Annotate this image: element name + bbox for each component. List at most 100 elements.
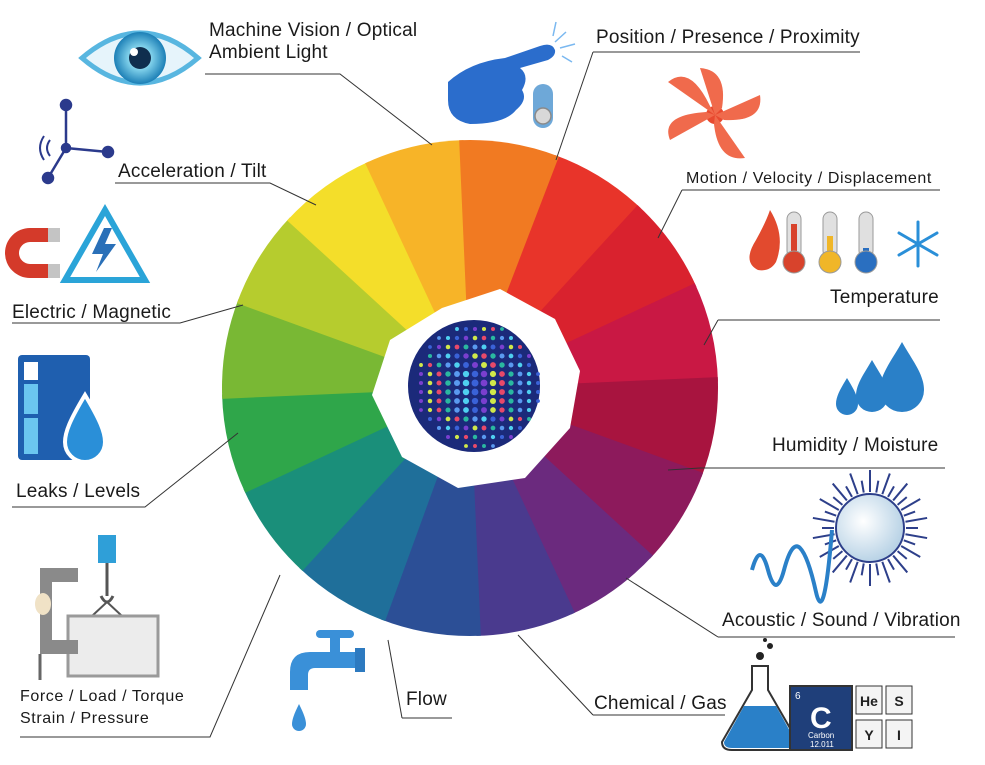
- sphere-dot: [490, 434, 496, 440]
- sphere-dot: [462, 370, 470, 378]
- sphere-dot: [463, 353, 469, 359]
- sphere-dot: [508, 371, 514, 377]
- sphere-dot: [526, 398, 532, 404]
- sphere-dot: [472, 407, 478, 413]
- sphere-dot: [490, 416, 496, 422]
- sphere-dot: [463, 425, 469, 431]
- sphere-dot: [527, 354, 531, 358]
- sphere-dot: [481, 407, 487, 413]
- sphere-dot: [508, 416, 514, 422]
- burst-ray: [831, 554, 848, 574]
- sphere-dot: [480, 397, 488, 405]
- sphere-dot: [454, 407, 460, 413]
- sphere-dot: [489, 397, 497, 405]
- sphere-dot: [427, 398, 433, 404]
- element-tile: [885, 719, 913, 749]
- sphere-dot: [508, 398, 514, 404]
- burst-ray: [892, 482, 909, 502]
- label-temperature: Temperature: [830, 287, 939, 308]
- sphere-dot: [499, 380, 505, 386]
- element-tile: [885, 685, 913, 715]
- sphere-dot: [454, 335, 460, 341]
- label-position: Position / Presence / Proximity: [596, 27, 860, 48]
- sphere-dot: [445, 362, 451, 368]
- sphere-dot: [419, 408, 423, 412]
- sphere-dot: [445, 371, 451, 377]
- magnet-warning-icon: [5, 203, 151, 283]
- fan-icon: [668, 68, 761, 159]
- sphere-dot: [508, 353, 514, 359]
- clamp-crane-icon: [35, 535, 160, 680]
- sphere-dot: [436, 407, 442, 413]
- label-leaks: Leaks / Levels: [16, 481, 141, 502]
- sphere-dot: [536, 399, 540, 403]
- sphere-dot: [453, 379, 461, 387]
- sphere-dot: [499, 389, 505, 395]
- sphere-dot: [436, 353, 442, 359]
- burst-ray: [896, 496, 908, 506]
- burst-ray: [905, 533, 928, 540]
- pointing-hand-icon: [448, 21, 576, 128]
- sphere-dot: [508, 425, 514, 431]
- carbon-number: 6: [795, 691, 801, 702]
- sphere-dot: [463, 335, 469, 341]
- sphere-dot: [499, 398, 505, 404]
- faucet-icon: [290, 630, 365, 731]
- sphere-dot: [419, 363, 423, 367]
- sphere-dot: [518, 426, 522, 430]
- sphere-dot: [526, 380, 532, 386]
- sphere-dot: [427, 362, 433, 368]
- sphere-dot: [436, 344, 442, 350]
- sphere-dot: [445, 353, 451, 359]
- label-electric: Electric / Magnetic: [12, 302, 172, 323]
- sphere-dot: [508, 407, 514, 413]
- sphere-dot: [427, 380, 433, 386]
- sphere-dot: [454, 416, 460, 422]
- element-symbol: He: [860, 693, 878, 709]
- sphere-dot: [490, 425, 496, 431]
- label-force: Force / Load / Torque Strain / Pressure: [20, 688, 185, 727]
- sphere-dot: [471, 361, 479, 369]
- sphere-dot: [490, 362, 496, 368]
- burst-ray: [849, 473, 859, 495]
- sphere-dot: [499, 407, 505, 413]
- sphere-dot: [499, 371, 505, 377]
- thermometers-icon: [749, 210, 939, 274]
- sphere-dot: [499, 425, 505, 431]
- sphere-dot: [508, 389, 514, 395]
- burst-ray: [849, 561, 859, 583]
- sphere-dot: [517, 389, 523, 395]
- element-tile: [855, 719, 883, 749]
- sphere-dot: [436, 380, 442, 386]
- sphere-dot: [445, 425, 451, 431]
- sphere-dot: [536, 390, 540, 394]
- burst-ray: [900, 545, 921, 558]
- sphere-dot: [482, 444, 486, 448]
- sphere-dot: [481, 335, 487, 341]
- sphere-dot: [526, 371, 532, 377]
- sphere-dot: [445, 416, 451, 422]
- sphere-dot: [454, 371, 460, 377]
- sphere-dot: [517, 371, 523, 377]
- burst-ray: [832, 550, 844, 560]
- burst-ray: [900, 498, 921, 511]
- sphere-dot: [499, 335, 505, 341]
- burst-ray: [892, 554, 909, 574]
- sphere-dot: [472, 425, 478, 431]
- element-symbol: I: [897, 727, 901, 743]
- sphere-dot: [526, 389, 532, 395]
- sphere-dot: [499, 362, 505, 368]
- label-acoustic: Acoustic / Sound / Vibration: [722, 610, 961, 631]
- label-flow: Flow: [406, 689, 447, 710]
- sphere-dot: [445, 389, 451, 395]
- burst-ray: [845, 485, 853, 498]
- sphere-dot: [481, 326, 487, 332]
- sphere-dot: [445, 407, 451, 413]
- burst-ray: [887, 558, 895, 571]
- label-machine-vision: Machine Vision / Optical Ambient Light: [209, 20, 418, 63]
- sphere-dot: [499, 416, 505, 422]
- sphere-dot: [473, 444, 477, 448]
- sphere-dot: [427, 407, 433, 413]
